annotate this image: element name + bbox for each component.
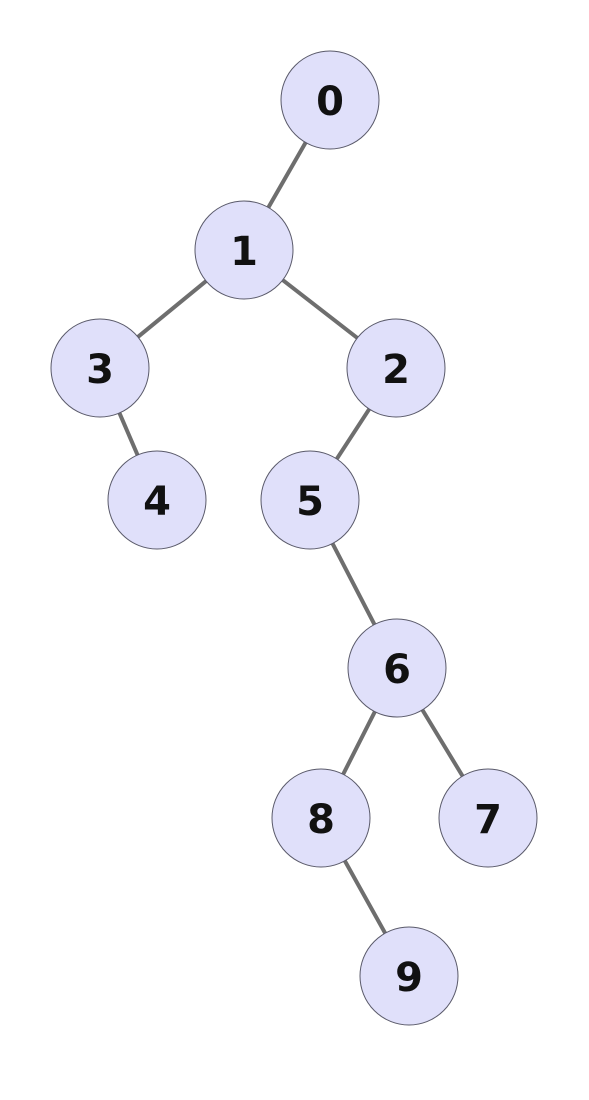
node-0: 0: [280, 50, 380, 150]
node-1: 1: [194, 200, 294, 300]
node-circle: [280, 50, 380, 150]
node-label: 1: [230, 229, 258, 275]
node-label: 9: [395, 955, 423, 1001]
node-circle: [438, 768, 538, 868]
node-label: 2: [382, 347, 410, 393]
node-circle: [50, 318, 150, 418]
node-label: 3: [86, 347, 114, 393]
node-4: 4: [107, 450, 207, 550]
node-circle: [271, 768, 371, 868]
node-circle: [346, 318, 446, 418]
node-label: 6: [383, 647, 411, 693]
node-label: 5: [296, 479, 324, 525]
node-label: 8: [307, 797, 335, 843]
node-circle: [260, 450, 360, 550]
node-circle: [107, 450, 207, 550]
node-6: 6: [347, 618, 447, 718]
node-7: 7: [438, 768, 538, 868]
node-circle: [347, 618, 447, 718]
node-circle: [359, 926, 459, 1026]
node-3: 3: [50, 318, 150, 418]
node-8: 8: [271, 768, 371, 868]
node-label: 7: [474, 797, 502, 843]
nodes-layer: 0 1 2 3 4 5 6 7 8 9: [50, 50, 538, 1026]
node-label: 0: [316, 79, 344, 125]
node-circle: [194, 200, 294, 300]
node-5: 5: [260, 450, 360, 550]
node-label: 4: [143, 479, 171, 525]
node-9: 9: [359, 926, 459, 1026]
node-2: 2: [346, 318, 446, 418]
